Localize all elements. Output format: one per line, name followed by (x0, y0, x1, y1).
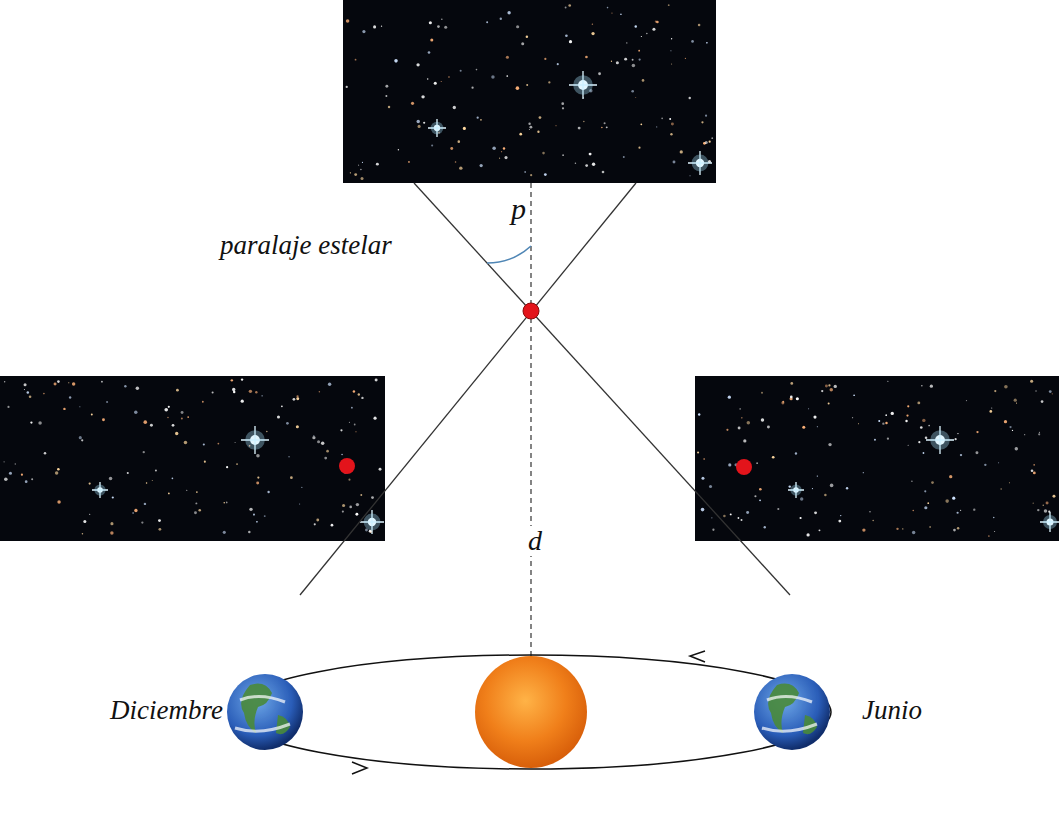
orbit-arrow (690, 651, 705, 662)
earth-december (227, 674, 303, 750)
star-field (343, 0, 716, 183)
orbit (231, 655, 831, 769)
star-position-jun (736, 459, 752, 475)
star (523, 303, 539, 319)
month-label: Diciembre (110, 697, 223, 724)
orbit-arrow (352, 762, 367, 774)
star-field (695, 376, 1059, 541)
earth-june (754, 674, 830, 750)
star-field (0, 376, 385, 541)
star-position-dec (339, 458, 355, 474)
parallax-arc (487, 246, 531, 263)
parallax-symbol: p (511, 194, 526, 224)
sun (475, 656, 587, 768)
distance-symbol: d (525, 526, 545, 556)
month-label: Junio (862, 697, 922, 724)
distance-line (530, 183, 531, 712)
parallax-label: paralaje estelar (220, 232, 392, 259)
sight-line (414, 183, 790, 595)
